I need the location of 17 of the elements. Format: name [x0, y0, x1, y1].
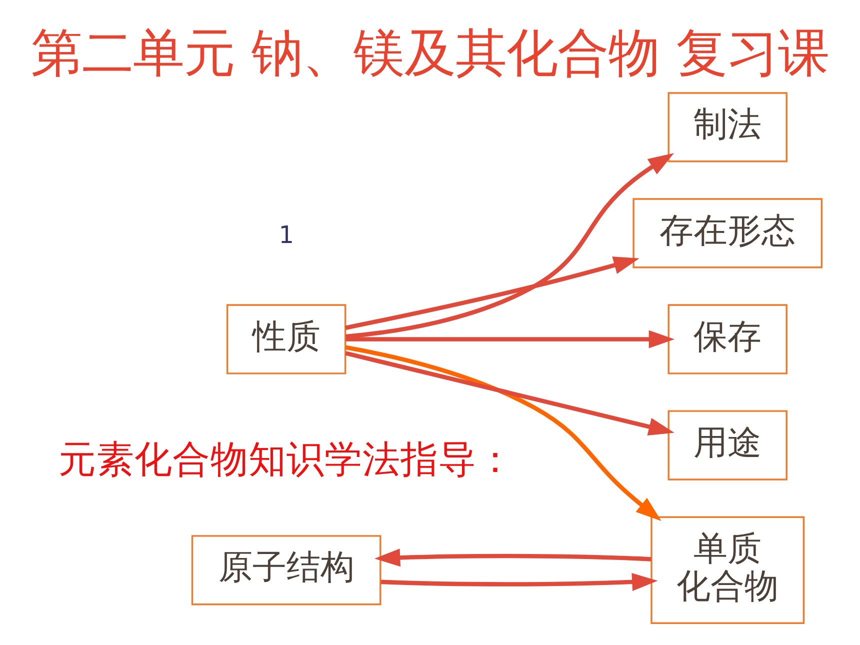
node-box: 存在形态	[632, 198, 823, 268]
node-box: 原子结构	[191, 534, 382, 605]
label: 1	[278, 220, 294, 248]
arrow	[345, 256, 640, 330]
diagram-title: 第二单元 钠、镁及其化合物 复习课	[31, 23, 829, 84]
arrow	[374, 548, 652, 566]
node-box: 性质	[226, 304, 346, 374]
arrow	[345, 344, 662, 521]
node-box: 制法	[668, 92, 788, 162]
node-box: 保存	[668, 304, 788, 374]
arrow	[380, 572, 658, 590]
label: 元素化合物知识学法指导：	[58, 436, 514, 480]
node-box: 用途	[668, 410, 788, 480]
node-box: 单质 化合物	[650, 516, 805, 624]
arrow	[346, 330, 675, 348]
arrow	[346, 152, 674, 338]
arrow	[345, 350, 674, 435]
